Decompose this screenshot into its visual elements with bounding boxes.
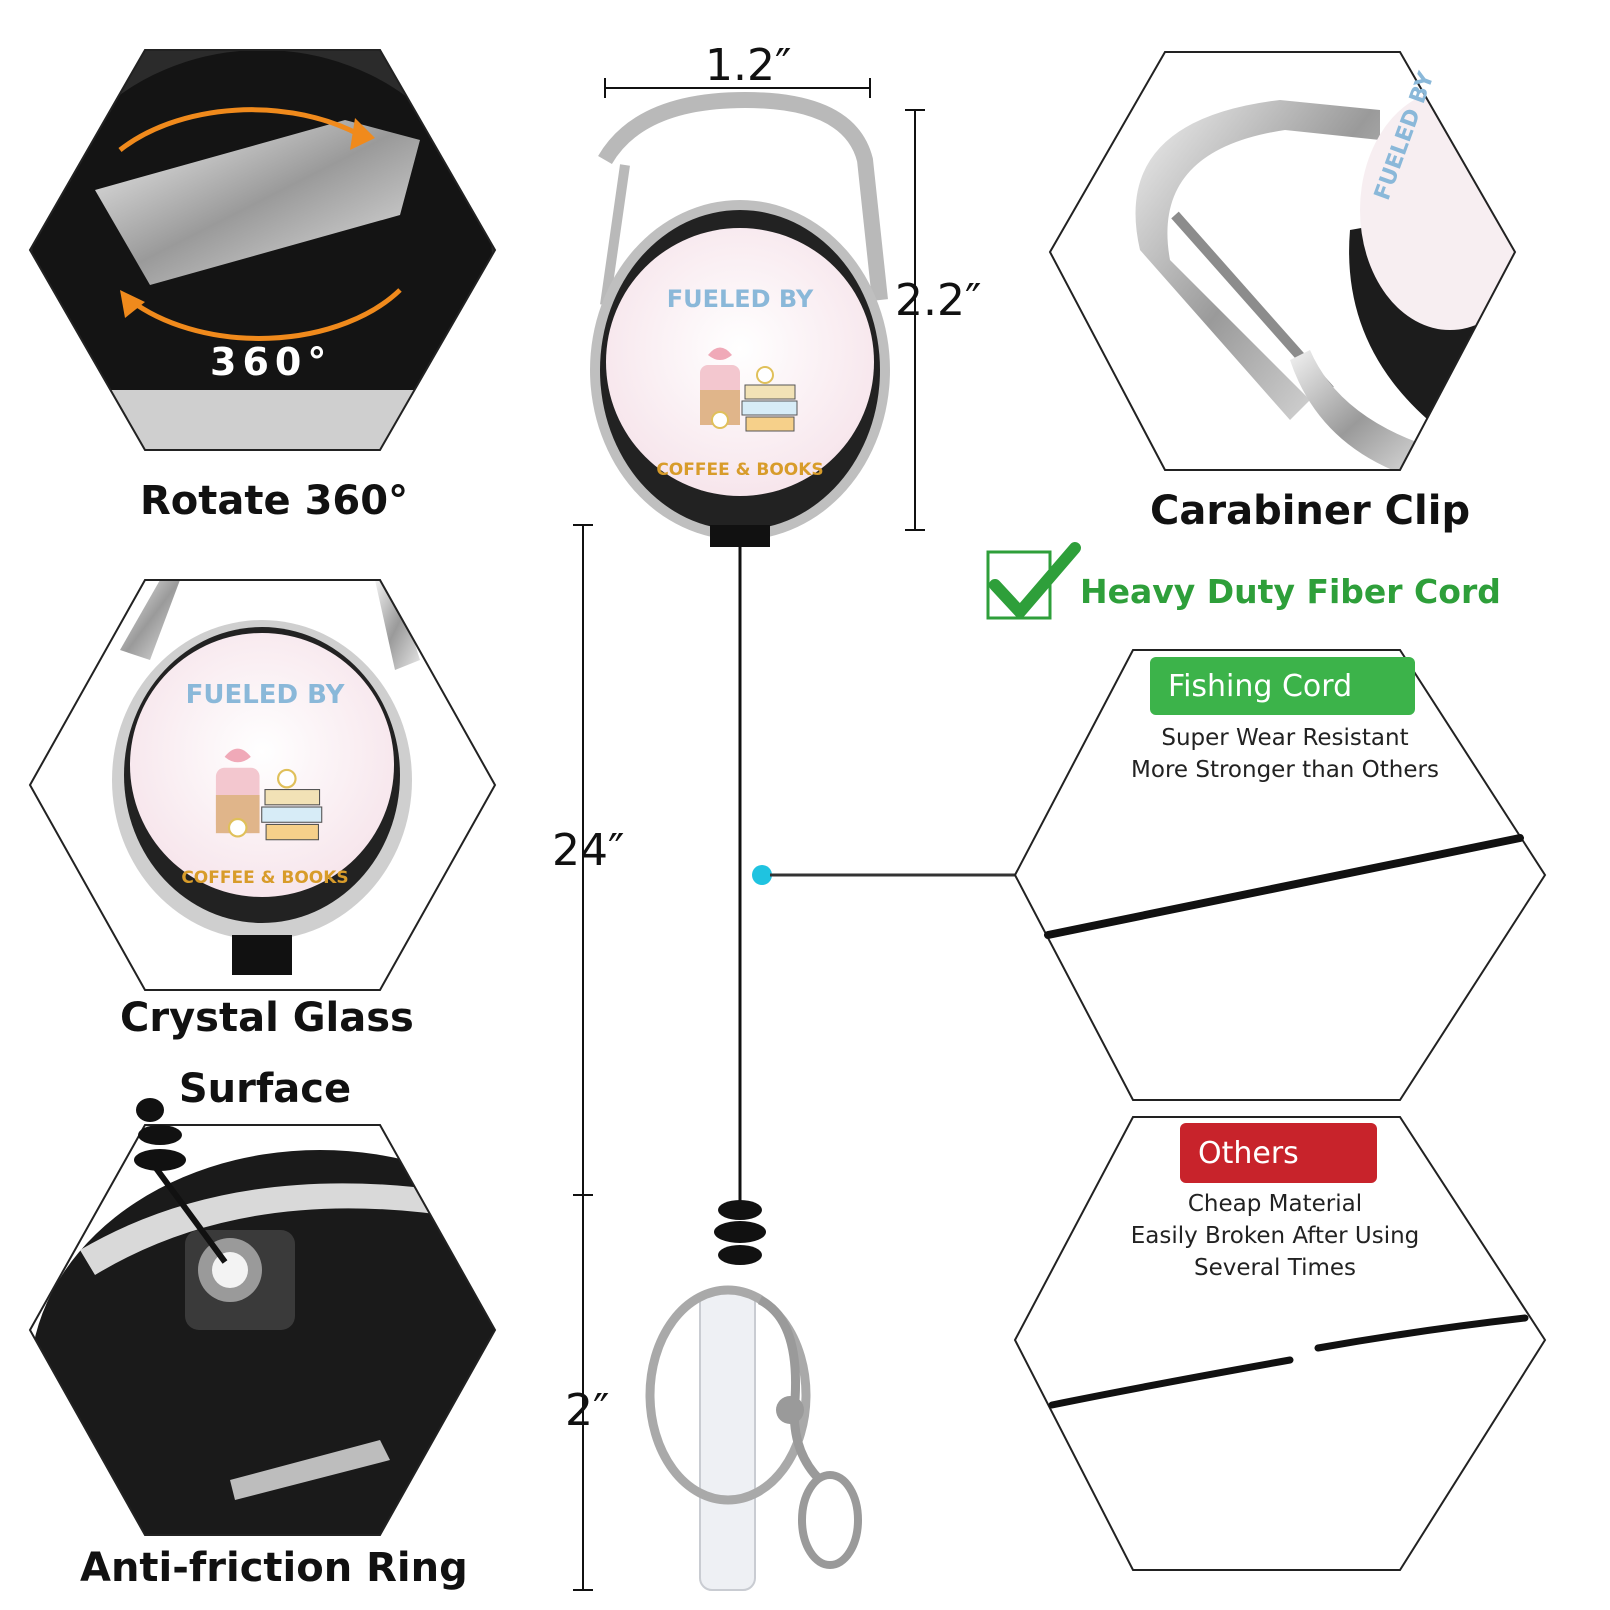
fishing-cord-line1: Super Wear Resistant bbox=[1161, 725, 1409, 751]
coffee-books-icon bbox=[215, 748, 323, 841]
cord-length-label: 24″ bbox=[552, 825, 625, 876]
crystal-badge-illustration bbox=[205, 735, 325, 855]
others-badge: Others bbox=[1180, 1123, 1377, 1183]
crystal-caption-line2: Surface bbox=[178, 1066, 352, 1112]
carabiner-caption: Carabiner Clip bbox=[1150, 488, 1471, 534]
rotate-caption: Rotate 360° bbox=[140, 478, 409, 524]
carabiner-hexagon bbox=[1048, 51, 1517, 471]
crystal-badge-title: FUELED BY bbox=[185, 680, 345, 710]
clip-length-dimension-line bbox=[573, 1195, 593, 1591]
anti-friction-caption: Anti-friction Ring bbox=[80, 1545, 468, 1591]
others-description: Cheap Material Easily Broken After Using… bbox=[1110, 1188, 1440, 1284]
fishing-cord-line2: More Stronger than Others bbox=[1131, 757, 1439, 783]
heavy-duty-heading: Heavy Duty Fiber Cord bbox=[1080, 572, 1501, 611]
others-cord-hexagon bbox=[1013, 1116, 1547, 1571]
width-dimension-line bbox=[604, 78, 871, 98]
cord-callout-pointer bbox=[752, 865, 1015, 885]
others-line2: Easily Broken After Using bbox=[1130, 1223, 1420, 1249]
coffee-books-icon bbox=[700, 347, 798, 432]
width-dimension-label: 1.2″ bbox=[705, 40, 792, 91]
crystal-caption-line1: Crystal Glass bbox=[120, 995, 414, 1041]
clip-length-label: 2″ bbox=[565, 1385, 610, 1436]
rotate-hexagon bbox=[28, 49, 497, 451]
badge-reel-product bbox=[590, 91, 890, 1591]
stopper-beads-detail bbox=[134, 1098, 186, 1171]
others-label: Others bbox=[1198, 1135, 1299, 1171]
crystal-glass-hexagon bbox=[28, 579, 497, 991]
fishing-cord-badge: Fishing Cord bbox=[1150, 657, 1415, 715]
fishing-cord-hexagon bbox=[1013, 649, 1547, 1101]
rotate-angle-text: 360° bbox=[210, 340, 333, 384]
center-badge-illustration bbox=[690, 335, 800, 445]
height-dimension-label: 2.2″ bbox=[895, 275, 982, 326]
others-line1: Cheap Material bbox=[1187, 1191, 1363, 1217]
fishing-cord-description: Super Wear Resistant More Stronger than … bbox=[1120, 722, 1450, 786]
anti-friction-hexagon bbox=[28, 1124, 497, 1536]
center-badge-title: FUELED BY bbox=[666, 285, 814, 313]
fishing-cord-label: Fishing Cord bbox=[1168, 668, 1353, 704]
check-icon bbox=[986, 542, 1081, 620]
crystal-badge-subtitle: COFFEE & BOOKS bbox=[181, 868, 349, 888]
height-dimension-line bbox=[905, 109, 925, 531]
others-line3: Several Times bbox=[1193, 1255, 1357, 1281]
center-badge-subtitle: COFFEE & BOOKS bbox=[656, 460, 824, 480]
